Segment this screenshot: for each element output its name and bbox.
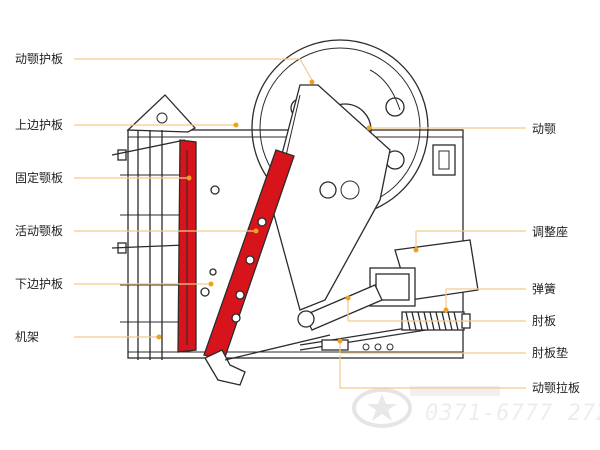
label-swing-jaw: 动颚 [532,122,556,136]
label-upper-guard: 上边护板 [15,118,63,132]
label-fixed-jaw: 固定颚板 [15,170,63,185]
label-spring: 弹簧 [532,281,556,296]
label-toggle-plate: 肘板 [532,313,556,328]
crusher-drawing [111,39,479,386]
toggle-seat-hole [362,343,370,351]
discharge-lip [204,349,246,386]
watermark: 0371-6777 2727 [352,386,600,428]
label-adjusting-seat: 调整座 [532,224,568,239]
left-callouts: 动颚护板 上边护板 固定颚板 活动颚板 下边护板 机架 [15,52,315,344]
frame-ribs [111,130,186,360]
label-movable-jaw: 活动颚板 [15,224,63,238]
watermark-logo [352,386,500,428]
plate-bolts [200,185,267,323]
label-frame: 机架 [15,330,39,344]
label-lower-guard: 下边护板 [15,277,63,291]
frame-window [432,144,456,176]
right-callouts: 动颚 调整座 弹簧 肘板 肘板垫 动颚拉板 [337,122,580,395]
label-jaw-guard: 动颚护板 [15,52,63,66]
movable-jaw-plate [203,149,295,361]
adjusting-seat-drawing [369,239,479,307]
label-toggle-seat: 肘板垫 [532,345,568,360]
jaw-bolt [319,181,337,199]
label-tension-rod: 动颚拉板 [532,380,580,395]
watermark-phone: 0371-6777 2727 [425,401,600,426]
